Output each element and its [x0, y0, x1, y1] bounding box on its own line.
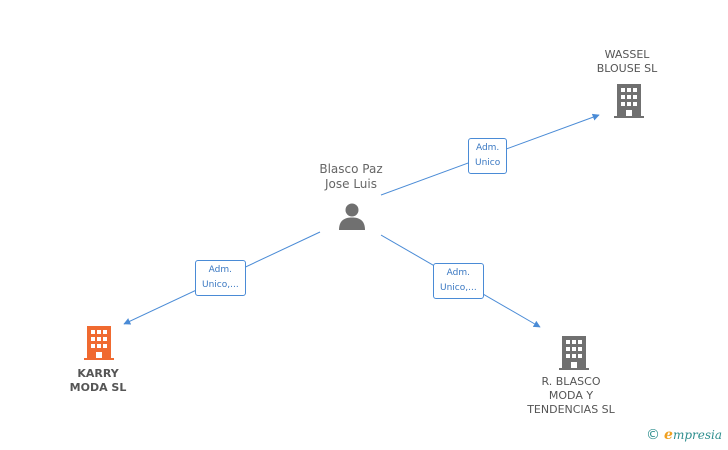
company-karry-line1: KARRY [77, 367, 119, 380]
brand-name: mpresia [672, 428, 722, 442]
company-wassel-line2: BLOUSE SL [596, 62, 658, 75]
edge-wassel-line1: Adm. [475, 143, 500, 153]
edge-karry-line1: Adm. [208, 265, 233, 275]
person-icon[interactable] [337, 201, 367, 231]
edge-label-rblasco[interactable]: Adm. Unico,... [433, 263, 484, 299]
company-karry-line2: MODA SL [69, 381, 127, 394]
person-name-label[interactable]: Blasco Paz Jose Luis [319, 162, 382, 192]
building-icon[interactable] [559, 336, 589, 370]
edge-label-karry[interactable]: Adm. Unico,... [195, 260, 246, 296]
company-rblasco-line1: R. BLASCO [541, 375, 601, 388]
edge-karry-line2: Unico,... [202, 280, 239, 290]
company-label-karry[interactable]: KARRY MODA SL [70, 367, 127, 395]
brand-logo[interactable]: empresia [664, 427, 722, 443]
edge-label-wassel[interactable]: Adm. Unico [468, 138, 508, 174]
company-rblasco-line3: TENDENCIAS SL [527, 403, 615, 416]
brand-initial: e [664, 427, 673, 443]
edge-wassel-line2: Unico [475, 158, 501, 168]
footer-brand: © empresia [646, 427, 722, 443]
edge-rblasco-line1: Adm. [446, 268, 471, 278]
company-label-rblasco[interactable]: R. BLASCO MODA Y TENDENCIAS SL [527, 375, 615, 417]
building-icon[interactable] [84, 326, 114, 360]
company-label-wassel[interactable]: WASSEL BLOUSE SL [597, 48, 658, 76]
person-name-line2: Jose Luis [325, 177, 377, 191]
edge-rblasco-line2: Unico,... [440, 283, 477, 293]
copyright-icon: © [646, 427, 661, 443]
company-rblasco-line2: MODA Y [548, 389, 594, 402]
building-icon[interactable] [614, 84, 644, 118]
person-name-line1: Blasco Paz [319, 162, 383, 176]
company-wassel-line1: WASSEL [604, 48, 650, 61]
